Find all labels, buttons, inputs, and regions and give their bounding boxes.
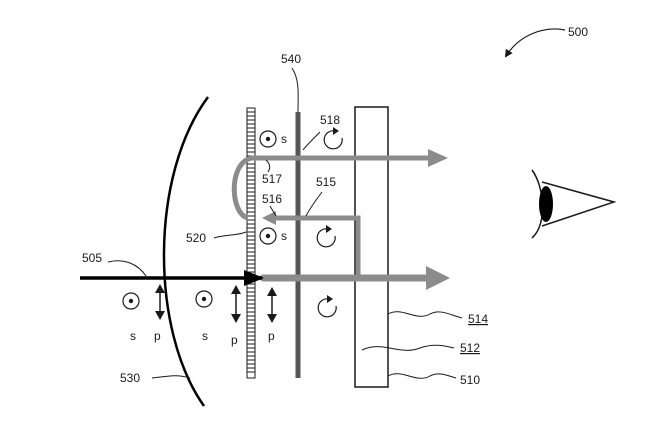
s-polarization-middle [259, 227, 277, 245]
ray-516-arrowhead [262, 211, 276, 225]
label-517: 517 [262, 172, 282, 186]
label-520: 520 [186, 231, 206, 245]
leader-518 [302, 131, 321, 151]
s-label-center: s [202, 329, 208, 343]
p-polarization-right [267, 287, 277, 323]
leader-514 [387, 311, 463, 319]
eye-icon [531, 169, 617, 239]
label-512: 512 [460, 341, 480, 355]
leader-517 [265, 159, 271, 173]
curved-element-530 [162, 96, 210, 407]
label-518: 518 [320, 113, 340, 127]
ray-517-path [231, 155, 430, 221]
leader-520 [213, 231, 247, 239]
circular-polarization-middle [316, 225, 336, 248]
s-label-middle: s [281, 229, 287, 243]
label-515: 515 [316, 175, 336, 189]
label-514: 514 [468, 312, 488, 326]
leader-512 [361, 344, 455, 351]
label-510: 510 [460, 373, 480, 387]
figure-label: 500 [568, 25, 588, 39]
label-540: 540 [281, 52, 301, 66]
leader-516 [269, 205, 277, 217]
ray-518-arrowhead [428, 149, 448, 167]
label-530: 530 [120, 371, 140, 385]
p-polarization-center [231, 285, 241, 323]
label-516: 516 [262, 192, 282, 206]
label-505: 505 [82, 251, 102, 265]
p-label-center: p [231, 333, 238, 347]
leader-530 [151, 375, 191, 379]
p-label-left: p [154, 329, 161, 343]
s-label-upper: s [281, 132, 287, 146]
s-polarization-center [195, 290, 213, 308]
figure-arrow [504, 28, 566, 58]
leader-515 [305, 191, 323, 217]
s-polarization-upper [259, 130, 277, 148]
s-label-left: s [130, 329, 136, 343]
s-polarization-left [122, 292, 140, 310]
p-polarization-left [155, 284, 165, 320]
leader-510 [387, 373, 457, 379]
input-beam-arrowhead [244, 270, 264, 286]
leader-540 [291, 67, 299, 113]
p-label-right: p [268, 329, 275, 343]
ray-lower-arrowhead [426, 266, 450, 290]
ray-515-path [260, 215, 361, 281]
reflective-polarizer-520 [246, 107, 256, 379]
leader-505 [107, 260, 147, 277]
circular-polarization-upper [323, 127, 343, 150]
circular-polarization-lower [317, 295, 337, 318]
